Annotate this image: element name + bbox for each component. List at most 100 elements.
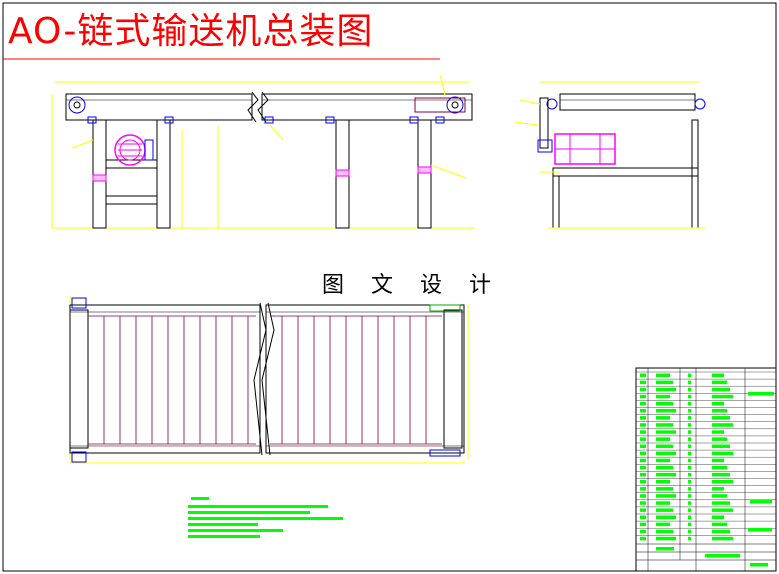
table-cell-fill	[712, 409, 727, 413]
table-cell-fill	[688, 494, 691, 498]
table-cell-fill	[688, 465, 691, 470]
table-cell-fill	[640, 437, 646, 441]
table-cell-fill	[712, 380, 727, 385]
table-cell-fill	[688, 444, 691, 448]
table-cell-fill	[656, 416, 670, 420]
table-cell-fill	[656, 387, 676, 392]
table-cell-fill	[656, 522, 670, 527]
table-cell-fill	[712, 465, 727, 470]
drawing-title: AO-链式输送机总装图	[8, 11, 374, 52]
table-cell-fill	[640, 458, 646, 463]
table-cell-fill	[656, 380, 673, 385]
table-cell-fill	[640, 508, 646, 512]
table-cell-fill	[640, 529, 646, 534]
table-cell-fill	[640, 472, 646, 477]
table-cell-fill	[750, 563, 768, 567]
table-cell-fill	[640, 487, 646, 491]
table-cell-fill	[748, 528, 772, 532]
table-cell-fill	[640, 409, 646, 413]
table-cell-fill	[712, 444, 730, 448]
table-cell-fill	[656, 465, 673, 470]
table-cell-fill	[712, 423, 733, 427]
table-cell-fill	[656, 409, 676, 413]
table-cell-fill	[640, 430, 646, 434]
table-cell-fill	[640, 480, 646, 484]
table-cell-fill	[712, 394, 733, 399]
table-cell-fill	[712, 501, 730, 505]
table-cell-fill	[656, 444, 673, 448]
table-cell-fill	[688, 401, 691, 406]
table-cell-fill	[688, 430, 691, 434]
table-cell-fill	[640, 465, 646, 470]
table-cell-fill	[688, 536, 691, 541]
table-cell-fill	[688, 394, 691, 399]
table-cell-fill	[688, 472, 691, 477]
table-cell-fill	[640, 444, 646, 448]
table-cell-fill	[656, 458, 670, 463]
technical-notes-block	[188, 497, 343, 538]
table-cell-fill	[640, 451, 646, 456]
table-cell-fill	[712, 458, 724, 463]
table-cell-fill	[688, 458, 691, 463]
table-cell-fill	[712, 437, 727, 441]
table-cell-fill	[656, 501, 670, 505]
table-cell-fill	[712, 373, 724, 377]
table-cell-fill	[640, 494, 646, 498]
plan-view	[69, 296, 469, 464]
table-cell-fill	[712, 529, 730, 534]
table-cell-fill	[688, 508, 691, 512]
table-cell-fill	[640, 387, 646, 392]
side-view	[514, 81, 706, 229]
table-cell-fill	[688, 451, 691, 456]
table-cell-fill	[688, 373, 691, 377]
table-cell-fill	[688, 380, 691, 385]
table-cell-fill	[688, 416, 691, 420]
table-cell-fill	[656, 547, 674, 551]
table-cell-fill	[712, 416, 730, 420]
table-cell-fill	[712, 515, 724, 519]
table-cell-fill	[656, 423, 673, 427]
table-cell-fill	[656, 472, 676, 477]
table-cell-fill	[656, 480, 670, 484]
table-cell-fill	[705, 554, 740, 558]
table-cell-fill	[640, 501, 646, 505]
table-cell-fill	[688, 515, 691, 519]
table-cell-fill	[712, 430, 724, 434]
table-cell-fill	[688, 423, 691, 427]
table-cell-fill	[640, 423, 646, 427]
table-cell-fill	[688, 501, 691, 505]
table-cell-fill	[712, 487, 724, 491]
table-cell-fill	[748, 392, 774, 396]
table-cell-fill	[656, 508, 673, 512]
table-cell-fill	[656, 401, 673, 406]
table-cell-fill	[656, 536, 676, 541]
table-cell-fill	[688, 487, 691, 491]
table-cell-fill	[640, 394, 646, 399]
table-cell-fill	[656, 529, 673, 534]
table-cell-fill	[688, 480, 691, 484]
table-cell-fill	[640, 380, 646, 385]
table-cell-fill	[656, 487, 673, 491]
table-cell-fill	[640, 416, 646, 420]
table-cell-fill	[656, 494, 676, 498]
table-cell-fill	[712, 522, 727, 527]
table-cell-fill	[656, 430, 676, 434]
table-cell-fill	[688, 437, 691, 441]
table-cell-fill	[712, 508, 733, 512]
table-cell-fill	[750, 500, 772, 504]
table-cell-fill	[656, 394, 670, 399]
table-cell-fill	[688, 529, 691, 534]
table-cell-fill	[688, 522, 691, 527]
table-cell-fill	[640, 373, 646, 377]
table-cell-fill	[640, 536, 646, 541]
table-cell-fill	[688, 409, 691, 413]
table-cell-fill	[640, 522, 646, 527]
table-cell-fill	[712, 494, 727, 498]
table-cell-fill	[656, 437, 670, 441]
table-cell-fill	[656, 451, 676, 456]
table-cell-fill	[712, 401, 724, 406]
table-cell-fill	[712, 451, 733, 456]
table-cell-fill	[640, 515, 646, 519]
